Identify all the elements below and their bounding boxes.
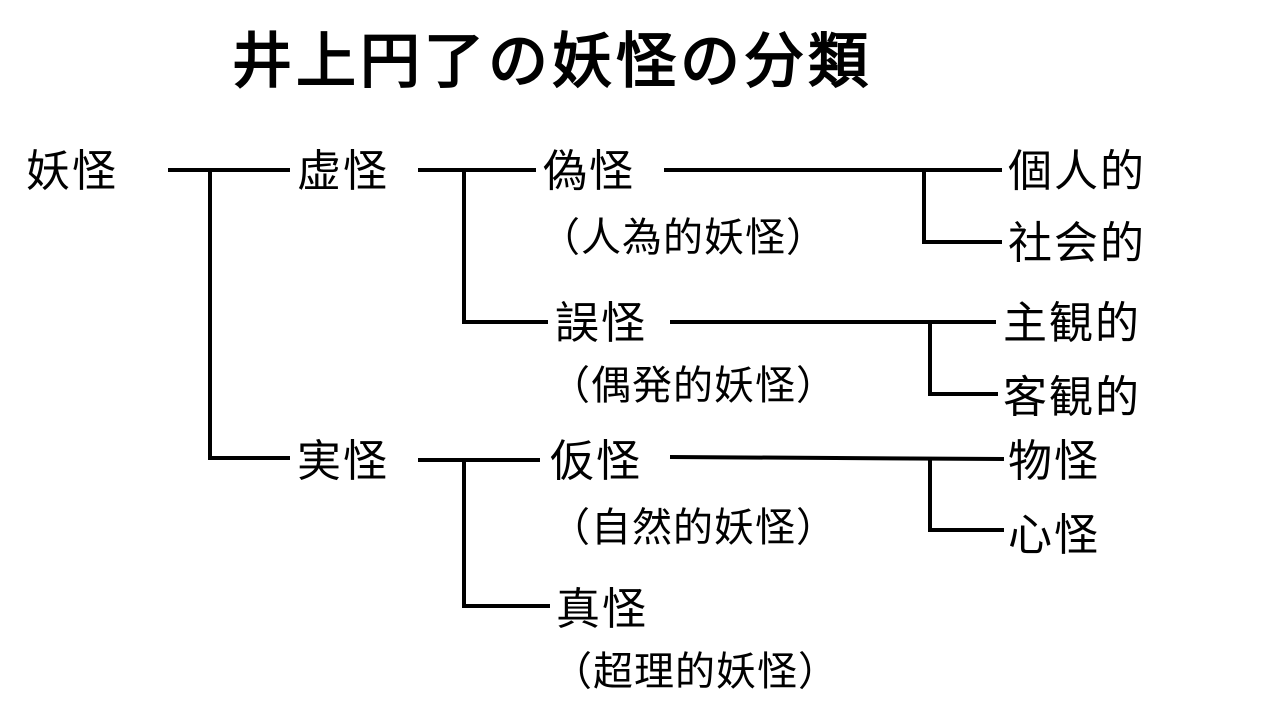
connector-root-vertical (208, 168, 212, 460)
node-kojin: 個人的 (1008, 146, 1146, 197)
node-kyokai: 虚怪 (297, 146, 389, 197)
node-gokai: 誤怪 (555, 298, 647, 349)
node-shakai: 社会的 (1008, 218, 1146, 269)
node-jikkai: 実怪 (297, 436, 389, 487)
connector-kakai-vertical (928, 458, 932, 532)
connector-kyokai-vertical (462, 168, 466, 324)
connector-jikkai-shinkai (462, 604, 550, 608)
connector-kakai-bukkai (669, 455, 1005, 462)
connector-gokai-kyakkan (928, 392, 998, 396)
diagram-title: 井上円了の妖怪の分類 (232, 27, 872, 97)
connector-gokai-shukan (670, 320, 996, 324)
connector-gikai-vertical (922, 168, 926, 244)
connector-gokai-vertical (928, 320, 932, 396)
connector-kyokai-gikai (418, 168, 536, 172)
node-shinkai-sub: （超理的妖怪） (552, 649, 839, 695)
connector-root-jikkai (208, 456, 290, 460)
connector-jikkai-vertical (462, 458, 466, 608)
node-shukan: 主観的 (1003, 298, 1141, 349)
node-kakai: 仮怪 (550, 436, 642, 487)
node-shinkai-mind: 心怪 (1008, 510, 1100, 561)
node-gokai-sub: （偶発的妖怪） (550, 363, 837, 409)
connector-gikai-kojin (664, 168, 1002, 172)
connector-root-kyokai (168, 168, 290, 172)
connector-kakai-shinkai-mind (928, 528, 1004, 532)
node-kakai-sub: （自然的妖怪） (550, 505, 837, 551)
connector-gikai-shakai (922, 240, 1002, 244)
connector-kyokai-gokai (462, 320, 548, 324)
node-youkai: 妖怪 (26, 146, 118, 197)
connector-jikkai-kakai (418, 458, 540, 462)
node-gikai: 偽怪 (543, 146, 635, 197)
node-shinkai: 真怪 (556, 584, 648, 635)
node-bukkai: 物怪 (1008, 436, 1100, 487)
node-kyakkan: 客観的 (1003, 372, 1141, 423)
node-gikai-sub: （人為的妖怪） (540, 215, 827, 261)
